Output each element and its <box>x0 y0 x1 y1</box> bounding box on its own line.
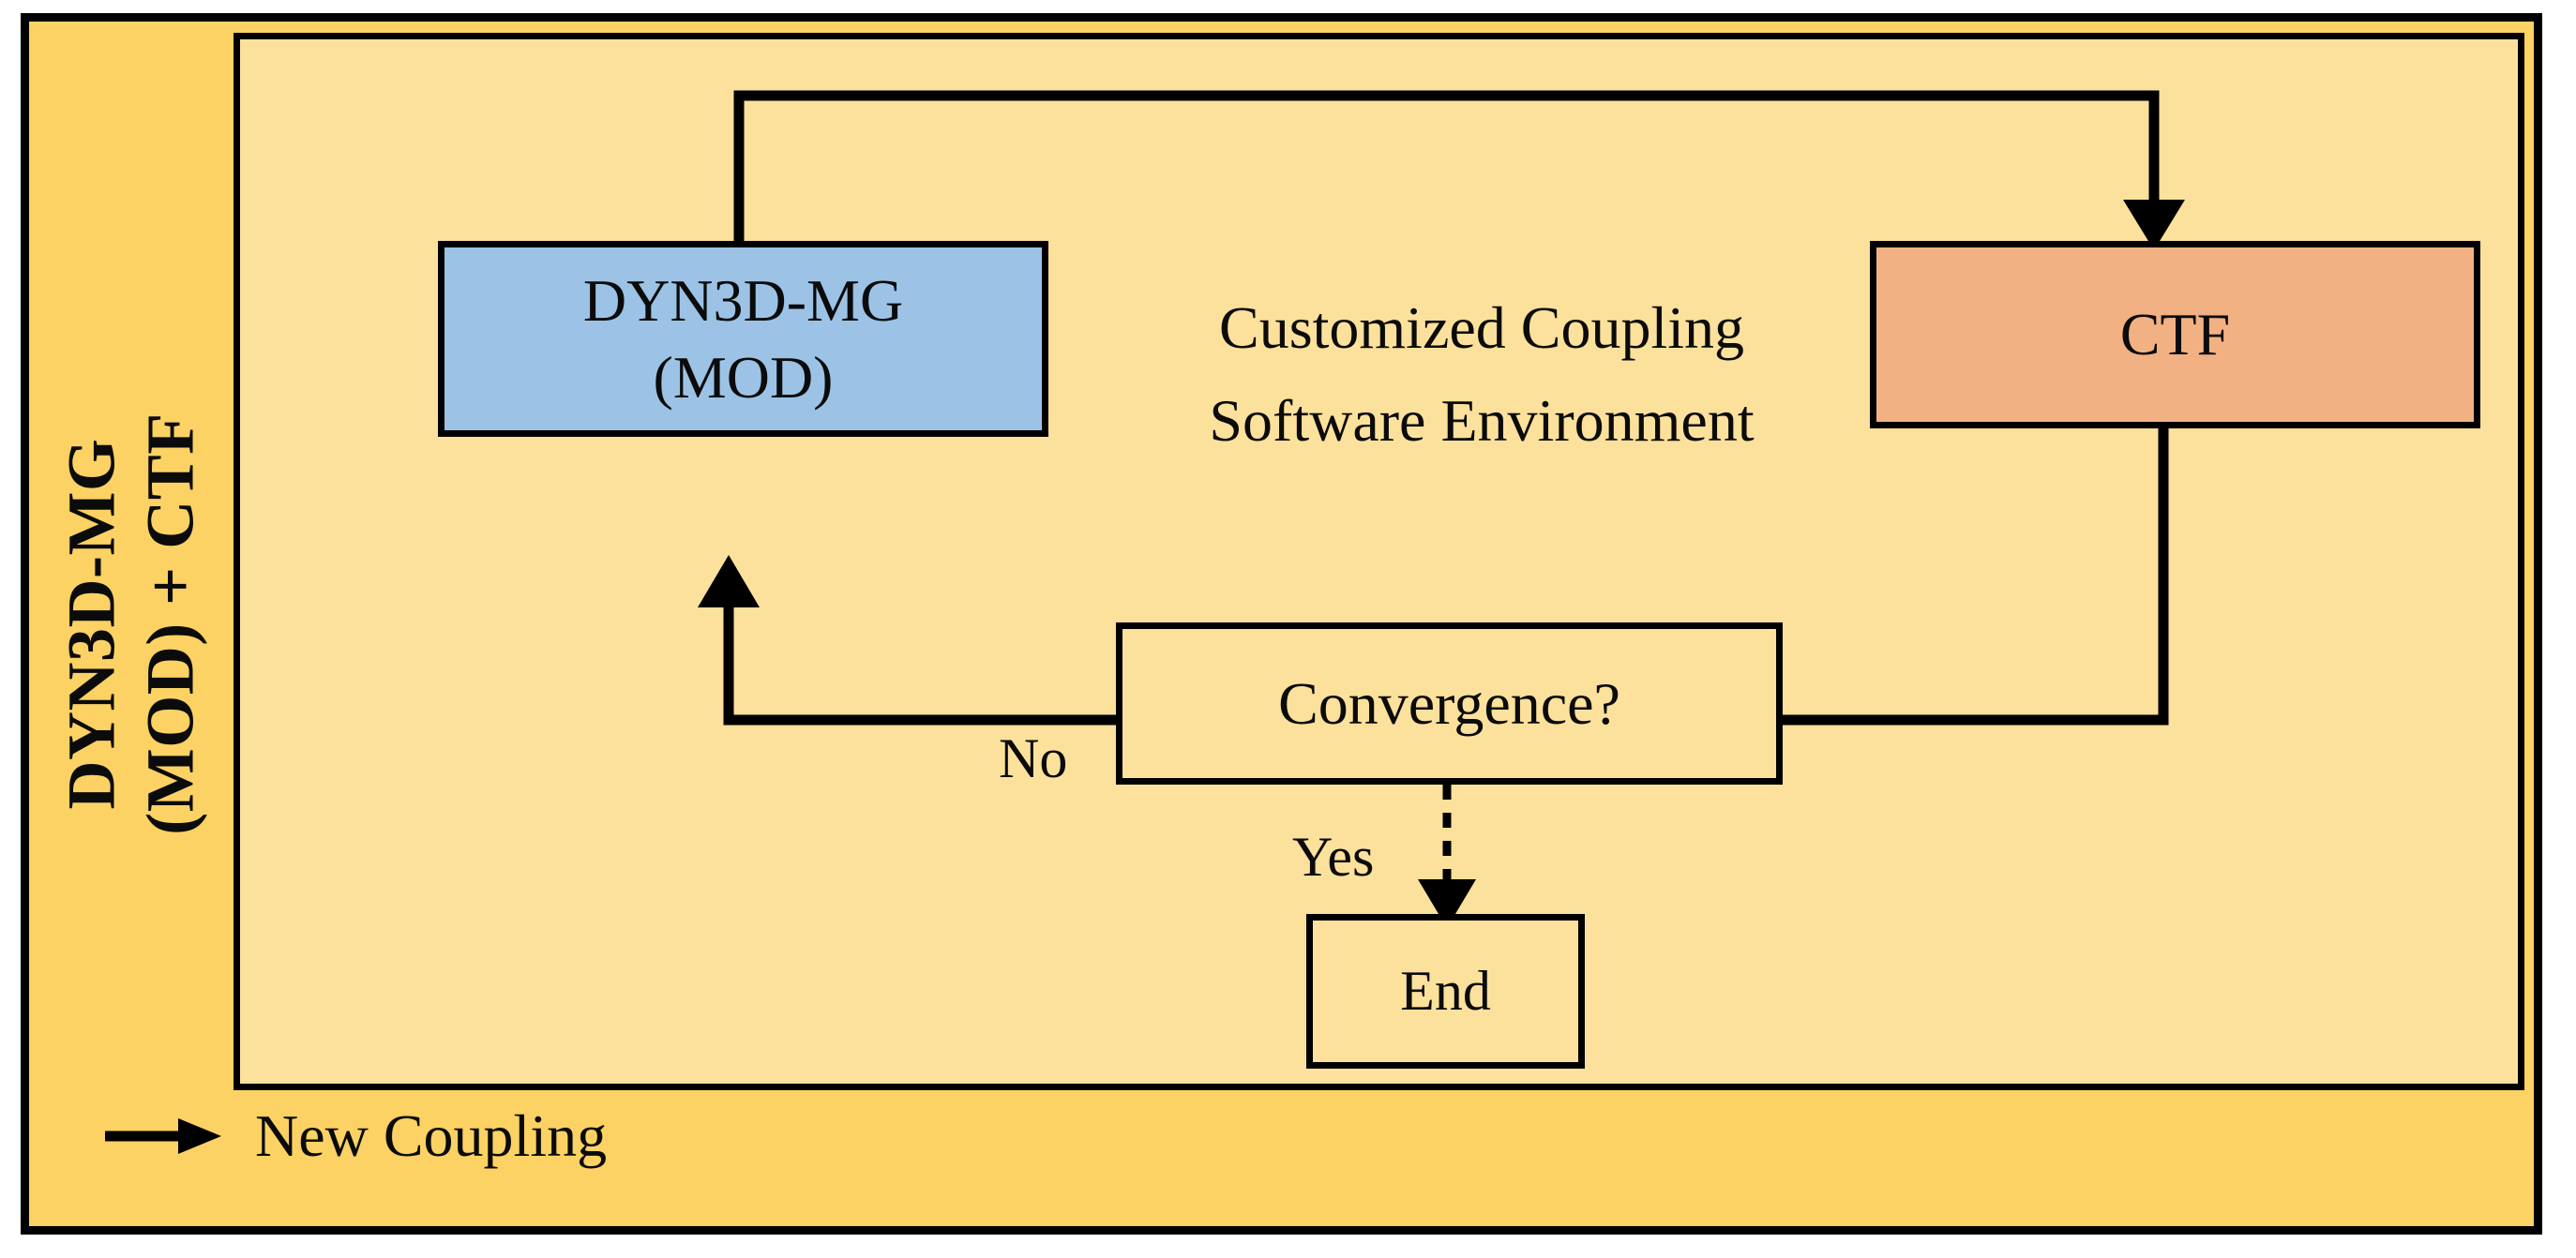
node-ctf[interactable]: CTF <box>1870 241 2480 428</box>
node-end-label: End <box>1400 960 1491 1023</box>
node-dyn3d-line1: DYN3D-MG <box>582 266 904 334</box>
node-end[interactable]: End <box>1306 914 1585 1069</box>
node-dyn3d-line2: (MOD) <box>653 343 834 411</box>
legend-label: New Coupling <box>255 1102 608 1169</box>
right-arrow-icon <box>103 1115 225 1158</box>
node-convergence-decision[interactable]: Convergence? <box>1116 622 1783 785</box>
node-ctf-label: CTF <box>2119 301 2231 368</box>
node-dyn3d-mg-mod[interactable]: DYN3D-MG (MOD) <box>438 241 1048 437</box>
legend: New Coupling <box>103 1101 607 1171</box>
node-convergence-label: Convergence? <box>1278 669 1620 737</box>
